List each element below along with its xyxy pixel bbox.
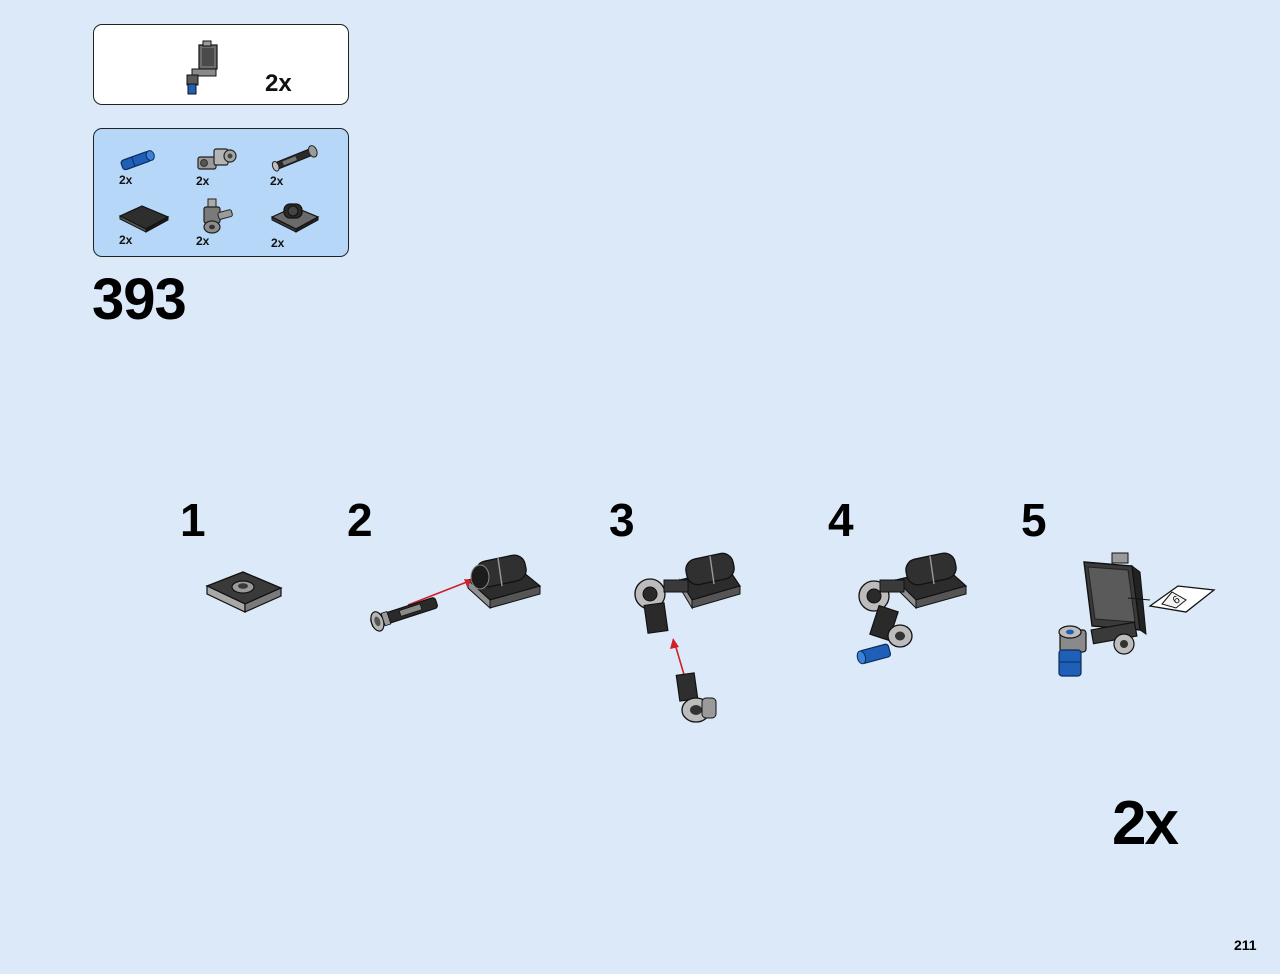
sub-step-number: 5 [1021,494,1047,546]
axle-pin-icon [271,145,318,172]
submodel-quantity: 2x [265,70,292,97]
black-tile-icon [118,205,170,233]
parts-item-qty: 2x [196,234,210,248]
angle-connector-icon [197,148,237,170]
pin-connector-icon [203,198,233,234]
blue-pin-icon [120,150,155,171]
page-number: 211 [1234,937,1257,953]
submodel-callout: 2x [93,24,349,105]
sub-step-number: 4 [828,494,854,546]
parts-item-qty: 2x [196,174,210,188]
hinge-block-with-axle-illustration [370,554,542,632]
sticker-number: 6 [1171,594,1183,607]
parts-list: 2x 2x 2x 2x 2x [93,128,349,257]
parts-item-qty: 2x [270,174,284,188]
assembly-with-blue-pin-illustration [856,552,968,665]
sub-step-number: 1 [180,494,206,546]
parts-item-qty: 2x [119,173,133,187]
tile-with-stud-illustration [205,571,283,613]
step-multiplier: 2x [1112,789,1179,858]
monitor-assembly-illustration: 6 [1058,552,1216,677]
parts-item-qty: 2x [119,233,133,247]
submodel-assembly-icon [186,40,218,95]
step-number: 393 [92,267,187,332]
angle-assembly-illustration [634,552,741,723]
hinge-plate-icon [270,203,320,233]
parts-item-qty: 2x [271,236,285,250]
sub-step-number: 3 [609,494,635,546]
sub-step-number: 2 [347,494,373,546]
